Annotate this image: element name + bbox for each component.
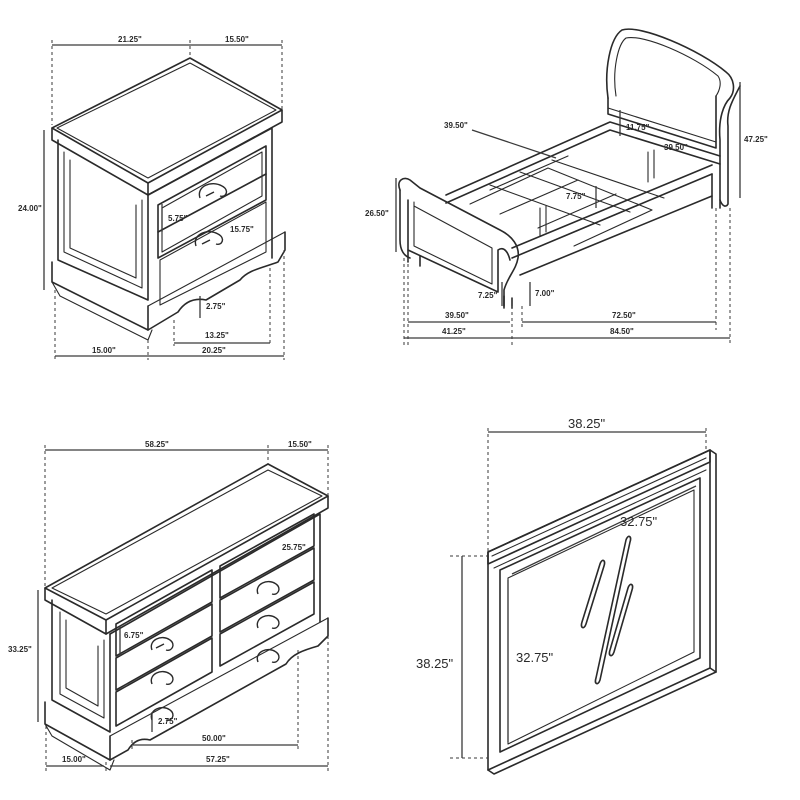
bed-footboard-height-label: 26.50" xyxy=(365,209,389,218)
mirror-glass-width-label: 32.75" xyxy=(620,514,658,529)
bed-slat-height-label: 7.75" xyxy=(566,192,586,201)
dresser-drawing: 58.25" 15.50" 25.75" 33.25" 6.75" 2.75" … xyxy=(8,440,329,772)
bed-inner-length-label: 72.50" xyxy=(612,311,636,320)
nightstand-height-label: 24.00" xyxy=(18,204,42,213)
dresser-height-label: 33.25" xyxy=(8,645,32,654)
bed-drawing: 39.50" 11.75" 47.25" 39.50" 7.75" 26.50"… xyxy=(365,28,768,345)
nightstand-drawer-width-label: 15.75" xyxy=(230,225,254,234)
dresser-drawer-height-label: 6.75" xyxy=(124,631,144,640)
bed-overall-length-label: 84.50" xyxy=(610,327,634,336)
dresser-inner-width-label: 50.00" xyxy=(202,734,226,743)
bed-slat-gap-label: 11.75" xyxy=(626,123,650,132)
nightstand-width-bottom-label: 20.25" xyxy=(202,346,226,355)
dresser-drawer-width-label: 25.75" xyxy=(282,543,306,552)
dresser-leg-clearance-label: 2.75" xyxy=(158,717,178,726)
nightstand-depth-bottom-label: 15.00" xyxy=(92,346,116,355)
nightstand-leg-clearance-label: 2.75" xyxy=(206,302,226,311)
dresser-width-top-label: 58.25" xyxy=(145,440,169,449)
mirror-outer-height-label: 38.25" xyxy=(416,656,454,671)
bed-leg-height-label: 7.25" xyxy=(478,291,498,300)
mirror-outer-width-label: 38.25" xyxy=(568,416,606,431)
nightstand-width-top-label: 21.25" xyxy=(118,35,142,44)
nightstand-depth-top-label: 15.50" xyxy=(225,35,249,44)
bed-headboard-depth-label: 39.50" xyxy=(444,121,468,130)
nightstand-inner-width-label: 13.25" xyxy=(205,331,229,340)
mirror-glass-height-label: 32.75" xyxy=(516,650,554,665)
bed-overall-width-label: 41.25" xyxy=(442,327,466,336)
dresser-width-bottom-label: 57.25" xyxy=(206,755,230,764)
bed-clearance-label: 7.00" xyxy=(535,289,555,298)
nightstand-drawing: 21.25" 15.50" 24.00" 5.75" 15.75" 2.75" … xyxy=(18,35,286,360)
bed-height-label: 47.25" xyxy=(744,135,768,144)
mirror-drawing: 38.25" 32.75" 38.25" 32.75" xyxy=(416,416,717,775)
nightstand-drawer-height-label: 5.75" xyxy=(168,214,188,223)
bed-rail-width-label: 39.50" xyxy=(664,143,688,152)
dresser-depth-bottom-label: 15.00" xyxy=(62,755,86,764)
dresser-depth-top-label: 15.50" xyxy=(288,440,312,449)
bed-inner-width-label: 39.50" xyxy=(445,311,469,320)
